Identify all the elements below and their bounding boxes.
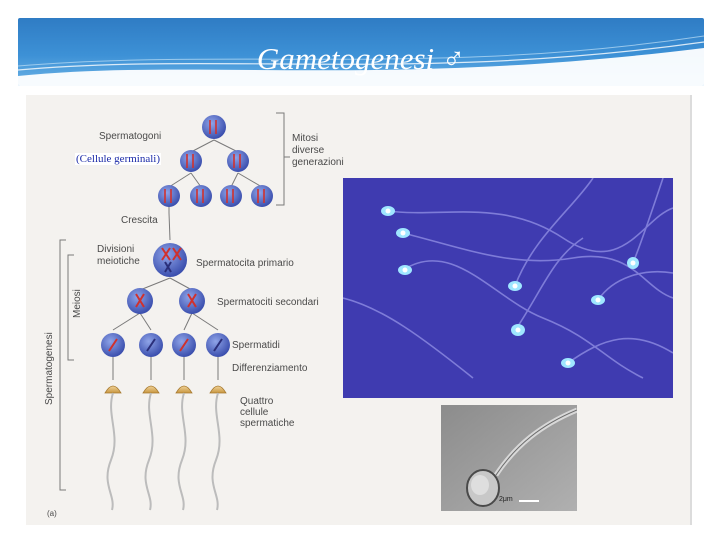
spermatid-cell [139,333,163,357]
label-spermatogoni: Spermatogoni [99,131,161,142]
spermatid-cell [172,333,196,357]
sperm-cell [143,386,159,510]
figure-shadow [690,95,692,525]
scale-bar-label: 2μm [499,496,513,503]
spermatogonium-cell [202,115,226,139]
label-quattro: Quattro [240,396,273,407]
annotation-germ-cells: (Cellule germinali) [75,153,161,165]
label-spermatidi: Spermatidi [232,340,280,351]
primary-spermatocyte-cell [153,243,187,277]
spermatogonium-cell [227,150,249,172]
title-banner: Gametogenesi ♂ [18,18,704,86]
spermatid-cell [206,333,230,357]
label-spermatiche: spermatiche [240,418,294,429]
label-meiosi: Meiosi [72,289,83,318]
label-mitosi: Mitosi [292,133,318,144]
label-cellule: cellule [240,407,268,418]
sperm-micrograph-fluorescent [343,178,673,398]
spermatogonium-cell [158,185,180,207]
label-spermatociti-secondari: Spermatociti secondari [217,297,319,308]
label-differenziamento: Differenziamento [232,363,307,374]
label-generazioni: generazioni [292,157,344,168]
label-meiotiche: meiotiche [97,256,140,267]
label-spermatocita-primario: Spermatocita primario [196,258,294,269]
label-crescita: Crescita [121,215,158,226]
spermatid-cell [101,333,125,357]
secondary-spermatocyte-cell [179,288,205,314]
spermatogonium-cell [220,185,242,207]
label-spermatogenesi: Spermatogenesi [44,332,55,405]
sperm-cell [105,386,121,510]
slide-title: Gametogenesi ♂ [18,42,704,76]
panel-letter: (a) [47,508,57,519]
sperm-cell [176,386,192,510]
label-divisioni: Divisioni [97,244,134,255]
spermatogonium-cell [251,185,273,207]
label-diverse: diverse [292,145,324,156]
spermatogonium-cell [190,185,212,207]
secondary-spermatocyte-cell [127,288,153,314]
spermatogonium-cell [180,150,202,172]
sperm-cell [210,386,226,510]
